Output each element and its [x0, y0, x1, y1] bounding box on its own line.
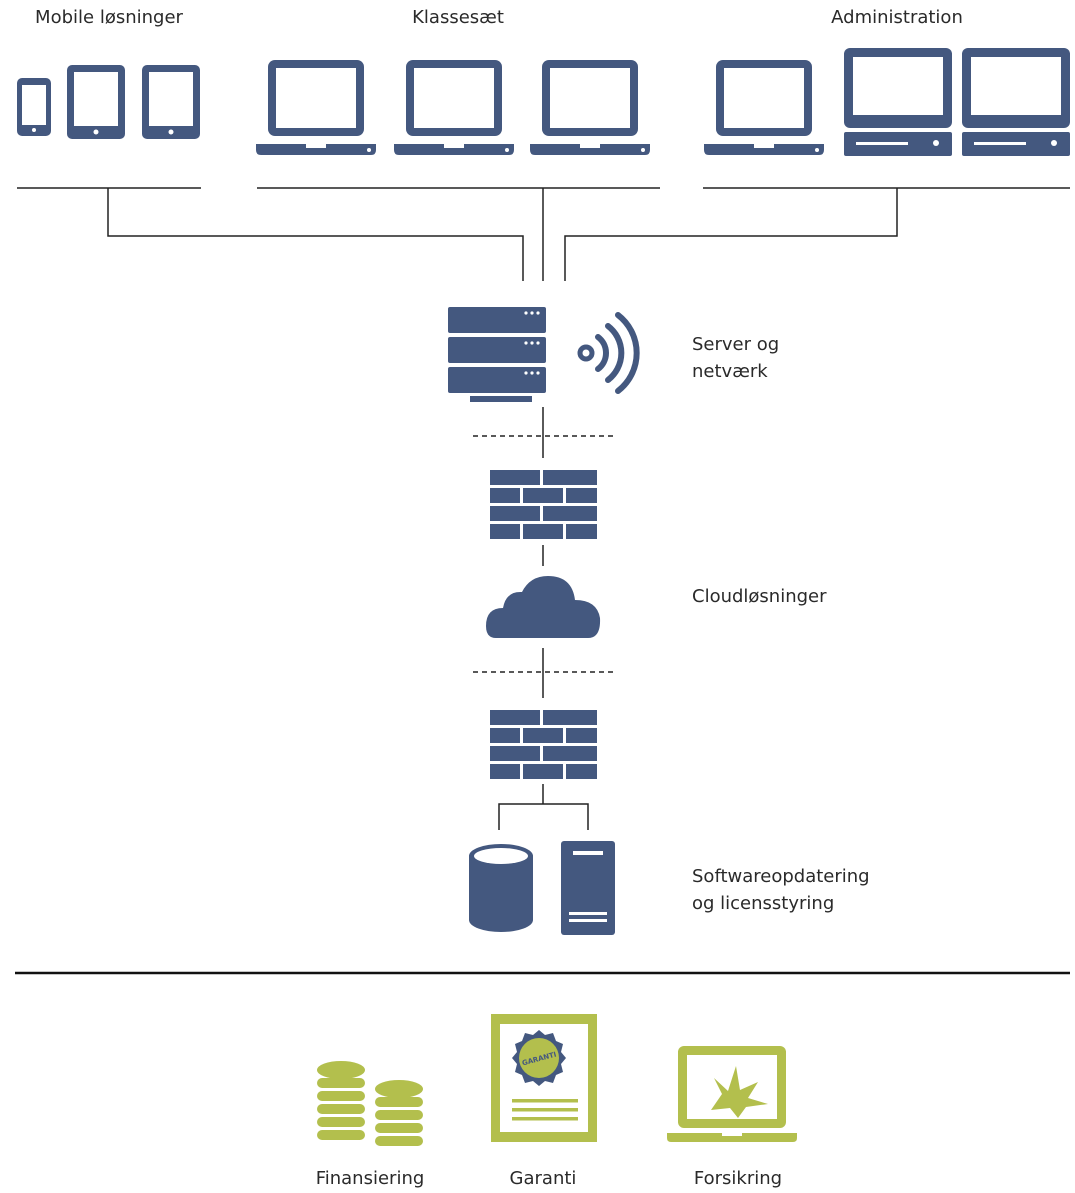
tablet-icon — [142, 65, 200, 139]
server-rack-icon — [448, 307, 546, 402]
desktop-computer-icon — [962, 48, 1070, 156]
laptop-icon — [394, 60, 514, 155]
group-label-admin: Administration — [831, 7, 963, 28]
tier-label-software-line1: Softwareopdatering — [692, 866, 870, 887]
server-tower-icon — [561, 841, 615, 935]
dashed-separators — [473, 435, 615, 673]
tier-label-cloud: Cloudløsninger — [692, 586, 827, 607]
group-label-classroom: Klassesæt — [412, 7, 504, 28]
firewall-icon — [490, 710, 597, 779]
desktop-computer-icon — [844, 48, 952, 156]
laptop-icon — [256, 60, 376, 155]
coins-icon — [317, 1061, 423, 1146]
broken-laptop-icon — [667, 1046, 797, 1142]
laptop-icon — [704, 60, 824, 155]
phone-icon — [17, 78, 51, 136]
tier-label-software-line2: og licensstyring — [692, 893, 835, 914]
group-label-mobile: Mobile løsninger — [35, 7, 183, 28]
wifi-signal-icon — [577, 312, 640, 394]
laptop-icon — [530, 60, 650, 155]
vertical-connectors — [498, 407, 589, 830]
database-icon — [469, 844, 533, 932]
tier-label-server-line2: netværk — [692, 361, 768, 382]
service-label-financing: Finansiering — [315, 1168, 425, 1189]
tablet-icon — [67, 65, 125, 139]
service-label-warranty: Garanti — [509, 1168, 577, 1189]
warranty-certificate-icon: GARANTI — [491, 1014, 597, 1142]
service-label-insurance: Forsikring — [693, 1168, 783, 1189]
cloud-icon — [486, 576, 601, 638]
network-connectors — [17, 187, 1070, 281]
firewall-icon — [490, 470, 597, 539]
tier-label-server-line1: Server og — [692, 334, 780, 355]
